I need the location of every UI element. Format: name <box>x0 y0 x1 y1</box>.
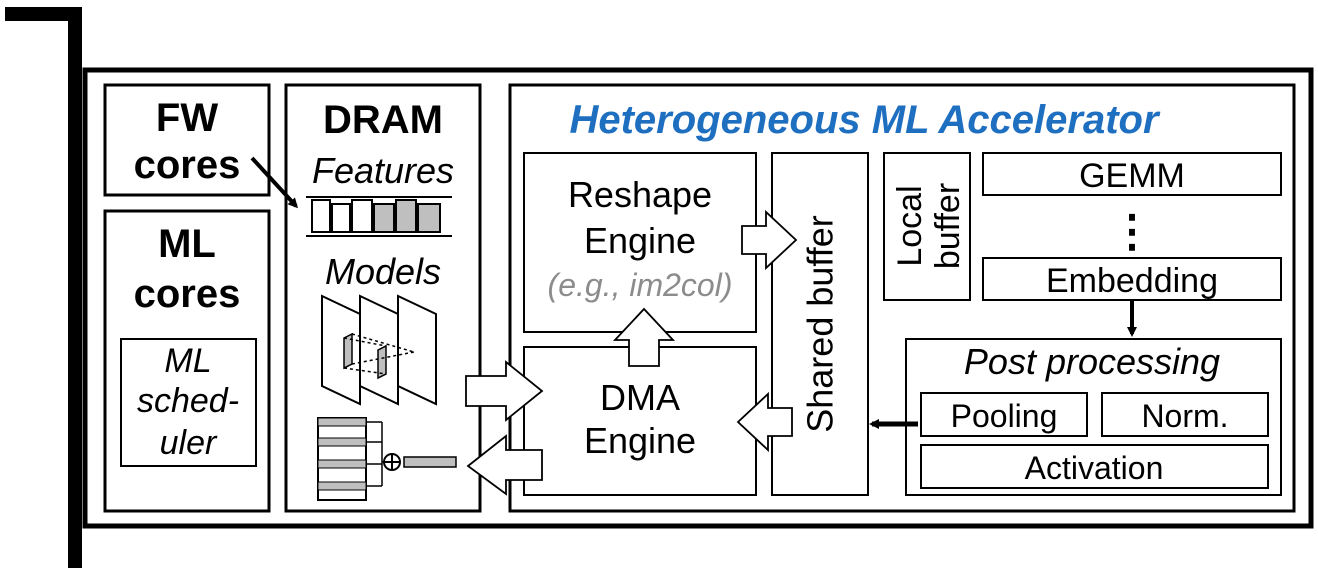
ml-scheduler-line1: ML <box>164 342 211 380</box>
card-bracket <box>5 7 82 568</box>
embedding-table-icon <box>317 417 457 501</box>
local-buffer-line1: Local <box>891 185 929 266</box>
post-processing-title: Post processing <box>964 341 1220 382</box>
shared-buffer-box: Shared buffer <box>771 152 869 496</box>
reshape-engine-line1: Reshape <box>568 174 712 215</box>
dma-engine-line2: Engine <box>584 420 696 461</box>
embedding-label: Embedding <box>1046 262 1218 300</box>
norm-label: Norm. <box>1141 398 1228 434</box>
accelerator-title: Heterogeneous ML Accelerator <box>569 98 1160 142</box>
post-processing-box: Post processing Pooling Norm. Activation <box>905 338 1282 496</box>
dma-to-dram-arrow <box>466 434 543 496</box>
norm-box <box>1101 392 1269 437</box>
dma-engine-box: DMA Engine <box>523 346 757 496</box>
reshape-engine-example: (e.g., im2col) <box>548 267 733 303</box>
ml-cores-line1: ML <box>158 222 216 266</box>
ml-scheduler-box: ML sched- uler <box>120 338 257 467</box>
gemm-label: GEMM <box>1079 157 1185 195</box>
features-array-icon <box>306 196 452 237</box>
activation-box <box>920 444 1269 489</box>
local-buffer-box: Local buffer <box>883 152 971 301</box>
ml-scheduler-line2: sched- <box>137 382 239 420</box>
fw-cores-line1: FW <box>156 96 218 140</box>
fw-cores-line2: cores <box>134 143 241 187</box>
reshape-to-shared-arrow <box>741 209 798 271</box>
dram-box: DRAM Features Models <box>284 83 482 513</box>
models-layers-icon <box>321 294 437 406</box>
fw-cores-box: FW cores <box>103 83 271 197</box>
dma-to-reshape-arrow <box>612 307 676 367</box>
shared-buffer-label: Shared buffer <box>800 215 841 433</box>
embedding-box: Embedding <box>982 257 1282 301</box>
pooling-label: Pooling <box>951 398 1058 434</box>
activation-label: Activation <box>1025 450 1164 486</box>
features-label: Features <box>312 150 454 191</box>
dma-engine-line1: DMA <box>600 377 680 418</box>
dram-to-dma-arrow <box>465 360 544 422</box>
reshape-engine-line2: Engine <box>584 220 696 261</box>
ml-cores-line2: cores <box>134 272 241 316</box>
ml-cores-box: ML cores ML sched- uler <box>103 209 271 513</box>
reshape-engine-box: Reshape Engine (e.g., im2col) <box>523 152 757 333</box>
local-buffer-line2: buffer <box>929 183 967 269</box>
accelerator-box: Heterogeneous ML Accelerator Reshape Eng… <box>508 83 1296 513</box>
ellipsis-icon: ⋮ <box>1110 207 1154 256</box>
gemm-box: GEMM <box>982 152 1282 196</box>
pooling-box <box>920 392 1088 437</box>
ml-scheduler-line3: uler <box>160 424 218 462</box>
shared-to-dma-arrow <box>736 391 793 453</box>
fw-to-dram-arrow <box>250 156 299 209</box>
models-label: Models <box>325 251 441 292</box>
dram-title: DRAM <box>323 98 443 142</box>
